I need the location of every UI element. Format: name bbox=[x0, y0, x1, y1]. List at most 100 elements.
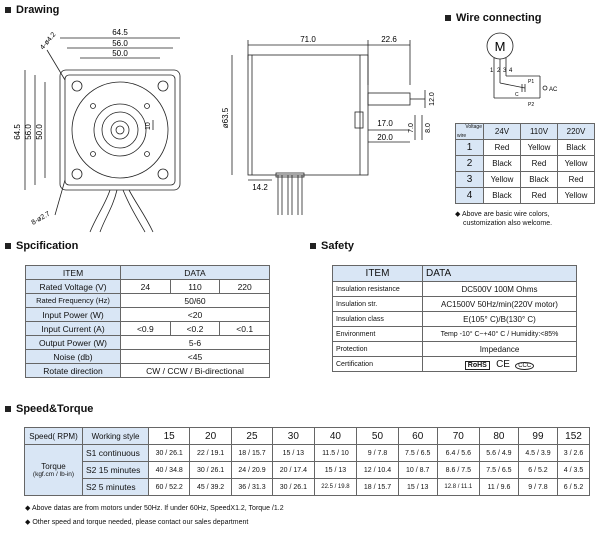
speed-notes: ◆ Above datas are from motors under 50Hz… bbox=[25, 505, 284, 526]
torque-value: 12.8 / 11.1 bbox=[436, 478, 480, 496]
torque-value: 4 / 3.5 bbox=[556, 461, 591, 479]
speed-head: Speed( RPM) bbox=[24, 427, 83, 445]
torque-value: 15 / 13 bbox=[397, 478, 438, 496]
torque-value: 8.6 / 7.5 bbox=[436, 461, 480, 479]
wire-color-table: Voltage wire 24V 110V 220V 1 Red Yellow … bbox=[455, 123, 595, 204]
wire-col-24v: 24V bbox=[483, 123, 521, 140]
torque-value: 30 / 26.1 bbox=[189, 461, 232, 479]
wire-num: 1 bbox=[455, 139, 484, 156]
safety-label: Environment bbox=[332, 326, 423, 342]
wire-note: ◆ Above are basic wire colors, customiza… bbox=[455, 211, 553, 227]
wire-color: Yellow bbox=[557, 155, 595, 172]
motor-symbol: M bbox=[495, 39, 506, 54]
safety-head-item: ITEM bbox=[332, 265, 423, 282]
torque-value: 4.5 / 3.9 bbox=[517, 444, 558, 462]
dim-80: 8.0 bbox=[425, 123, 432, 133]
dim-pcd: 8-ø2.7 bbox=[31, 211, 52, 227]
dim-bore: 10 bbox=[145, 122, 152, 130]
spec-value: 50/60 bbox=[120, 293, 270, 308]
wire-label-2: 2 bbox=[497, 68, 501, 74]
section-title-wire: Wire connecting bbox=[445, 12, 541, 24]
label-cap: C bbox=[515, 92, 519, 98]
wire-num: 3 bbox=[455, 171, 484, 188]
safety-value: E(105° C)/B(130° C) bbox=[422, 311, 577, 327]
wire-color: Yellow bbox=[483, 171, 521, 188]
torque-value: 36 / 31.3 bbox=[230, 478, 274, 496]
table-row: Certification RoHS CE CCC bbox=[332, 356, 577, 372]
wire-col-220v: 220V bbox=[557, 123, 595, 140]
spec-label: Input Power (W) bbox=[25, 307, 121, 322]
table-row: Protection Impedance bbox=[332, 341, 577, 357]
label-ac: AC bbox=[549, 87, 558, 93]
working-style: S2 5 minutes bbox=[82, 478, 149, 496]
speed-value: 152 bbox=[556, 427, 591, 445]
speed-torque-table: Speed( RPM) Working style 15 20 25 30 40… bbox=[24, 427, 591, 496]
style-head: Working style bbox=[82, 427, 149, 445]
speed-value: 40 bbox=[313, 427, 358, 445]
dim-645v: 64.5 bbox=[13, 124, 22, 140]
wire-corner-cell: Voltage wire bbox=[455, 123, 484, 140]
dim-500: 50.0 bbox=[112, 49, 128, 58]
torque-value: 6 / 5.2 bbox=[556, 478, 591, 496]
spec-value: 24 bbox=[120, 279, 171, 294]
spec-label: Input Current (A) bbox=[25, 321, 121, 336]
torque-value: 18 / 15.7 bbox=[230, 444, 274, 462]
dim-560v: 56.0 bbox=[24, 124, 33, 140]
speed-value: 99 bbox=[517, 427, 558, 445]
table-row: 1 Red Yellow Black bbox=[455, 139, 595, 156]
table-row: 2 Black Red Yellow bbox=[455, 155, 595, 172]
torque-value: 9 / 7.8 bbox=[356, 444, 399, 462]
spec-head-item: ITEM bbox=[25, 265, 121, 280]
section-title-safety: Safety bbox=[310, 240, 354, 252]
torque-value: 6.4 / 5.6 bbox=[436, 444, 480, 462]
wire-color: Black bbox=[557, 139, 595, 156]
table-row: Noise (db) <45 bbox=[25, 349, 270, 364]
dim-200: 20.0 bbox=[377, 133, 393, 142]
safety-value: Impedance bbox=[422, 341, 577, 357]
dim-70: 7.0 bbox=[408, 123, 415, 133]
dim-560: 56.0 bbox=[112, 39, 128, 48]
table-row: 4 Black Red Yellow bbox=[455, 187, 595, 204]
wire-label-4: 4 bbox=[509, 68, 513, 74]
speed-value: 20 bbox=[189, 427, 232, 445]
table-row: Output Power (W) 5-6 bbox=[25, 335, 270, 350]
wire-color: Red bbox=[557, 171, 595, 188]
dim-142: 14.2 bbox=[252, 183, 268, 192]
table-row: 3 Yellow Black Red bbox=[455, 171, 595, 188]
table-row: Rated Voltage (V) 24 110 220 bbox=[25, 279, 270, 294]
wire-color: Red bbox=[483, 139, 521, 156]
spec-value: <45 bbox=[120, 349, 270, 364]
speed-value: 15 bbox=[147, 427, 191, 445]
dim-120: 12.0 bbox=[429, 92, 436, 106]
torque-value: 60 / 52.2 bbox=[147, 478, 191, 496]
ccc-logo: CCC bbox=[515, 361, 535, 370]
safety-value: Temp -10° C~+40° C / Humidity:<85% bbox=[422, 326, 577, 342]
wire-num: 4 bbox=[455, 187, 484, 204]
spec-label: Output Power (W) bbox=[25, 335, 121, 350]
speed-note-line2: Other speed and torque needed, please co… bbox=[32, 519, 249, 526]
wire-num: 2 bbox=[455, 155, 484, 172]
dim-500v: 50.0 bbox=[35, 124, 44, 140]
safety-label: Insulation resistance bbox=[332, 281, 423, 297]
rohs-logo: RoHS bbox=[464, 360, 490, 370]
safety-label: Insulation str. bbox=[332, 296, 423, 312]
safety-value: DC500V 100M Ohms bbox=[422, 281, 577, 297]
working-style: S1 continuous bbox=[82, 444, 149, 462]
dim-645: 64.5 bbox=[112, 28, 128, 37]
corner-wire: wire bbox=[457, 133, 467, 139]
table-row: Insulation str. AC1500V 50Hz/min(220V mo… bbox=[332, 296, 577, 312]
spec-value: <0.9 bbox=[120, 321, 171, 336]
speed-value: 25 bbox=[230, 427, 274, 445]
table-row: S2 5 minutes 60 / 52.2 45 / 39.2 36 / 31… bbox=[25, 478, 591, 496]
table-row: Torque (kgf.cm / lb-in) S1 continuous 30… bbox=[24, 444, 591, 496]
spec-table: ITEM DATA Rated Voltage (V) 24 110 220 R… bbox=[25, 265, 270, 378]
side-view-drawing: 71.0 22.6 ø63.5 12.0 17.0 20.0 7.0 8.0 1… bbox=[221, 35, 436, 215]
speed-value: 70 bbox=[436, 427, 480, 445]
table-row: Input Power (W) <20 bbox=[25, 307, 270, 322]
safety-table: ITEM DATA Insulation resistance DC500V 1… bbox=[332, 265, 577, 372]
torque-value: 11 / 9.6 bbox=[478, 478, 519, 496]
table-row: Input Current (A) <0.9 <0.2 <0.1 bbox=[25, 321, 270, 336]
torque-value: 20 / 17.4 bbox=[272, 461, 315, 479]
torque-value: 11.5 / 10 bbox=[313, 444, 358, 462]
wiring-diagram: M 1 2 3 4 P1 C P2 AC bbox=[486, 32, 558, 108]
